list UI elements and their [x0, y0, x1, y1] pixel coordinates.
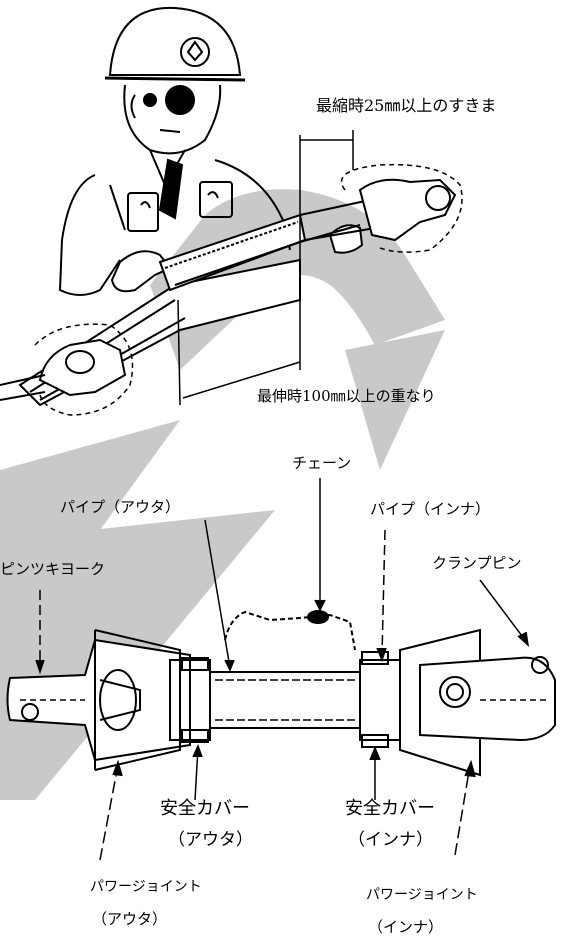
label-clamp-pin: クランプピン	[432, 554, 522, 572]
shaft-top	[0, 130, 463, 416]
label-power-joint-inner: パワージョイント	[366, 887, 478, 903]
label-chain: チェーン	[292, 454, 352, 472]
leader-lines	[35, 478, 530, 861]
label-safety-cover-inner-sub: （インナ）	[348, 830, 433, 850]
label-power-joint-inner-sub: （インナ）	[368, 918, 444, 936]
label-safety-cover-inner: 安全カバー	[345, 798, 435, 819]
label-safety-cover-outer-sub: （アウタ）	[168, 830, 253, 850]
watermark	[0, 189, 445, 800]
shaft-bottom	[6, 610, 556, 777]
label-pin-yoke: ピンツキヨーク	[0, 560, 106, 578]
label-pipe-inner: パイプ（インナ）	[370, 500, 491, 518]
label-gap-min: 最縮時25㎜以上のすきま	[316, 96, 497, 115]
worker-figure	[58, 6, 364, 296]
label-safety-cover-outer: 安全カバー	[160, 798, 250, 819]
label-power-joint-outer-sub: （アウタ）	[92, 910, 168, 928]
label-pipe-outer: パイプ（アウタ）	[60, 498, 181, 516]
label-power-joint-outer: パワージョイント	[90, 879, 202, 895]
label-overlap-max: 最伸時100㎜以上の重なり	[257, 387, 436, 405]
